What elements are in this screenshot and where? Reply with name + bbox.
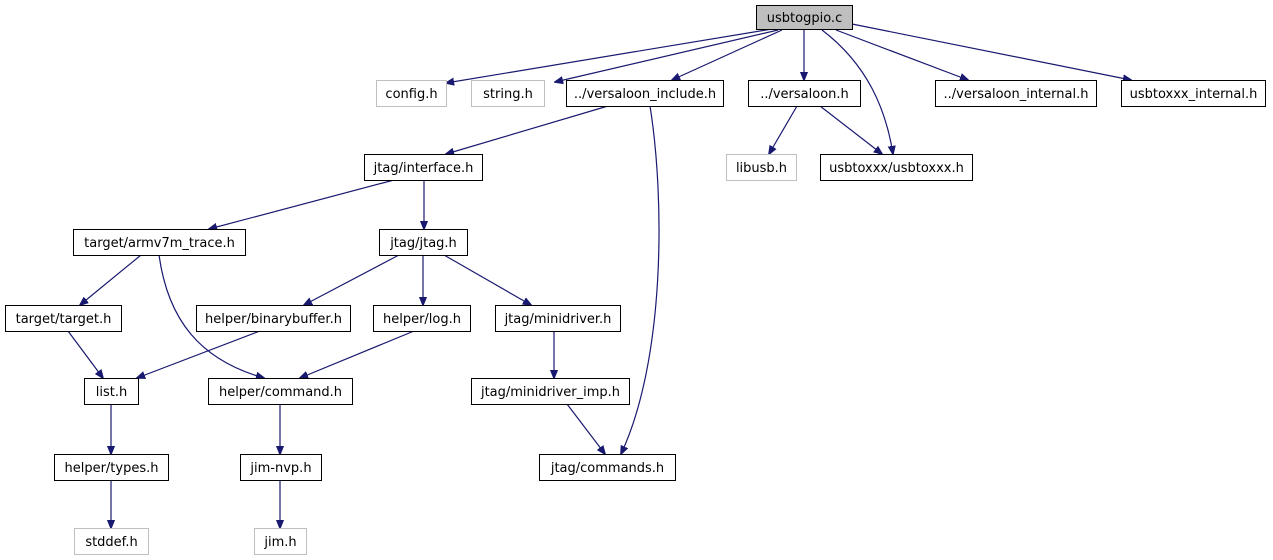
- node-jim-h: jim.h: [254, 528, 307, 555]
- node-label: jtag/jtag.h: [389, 236, 457, 251]
- edge-usbtogpio-c-to-usbtoxxx-internal-h: [851, 23, 1131, 80]
- edge-helper-binarybuffer-h-to-list-h: [137, 330, 261, 378]
- node-label: helper/command.h: [219, 385, 342, 400]
- node-box: [748, 80, 861, 107]
- node-label: helper/log.h: [383, 312, 461, 327]
- node-label: usbtoxxx/usbtoxxx.h: [829, 161, 964, 176]
- node-box: [820, 154, 973, 181]
- node-label: ../versaloon_include.h: [574, 87, 716, 102]
- node-box: [208, 378, 353, 405]
- node-usbtoxxx-usbtoxxx-h[interactable]: usbtoxxx/usbtoxxx.h: [820, 154, 973, 181]
- edge-jtag-jtag-h-to-helper-binarybuffer-h: [304, 254, 400, 305]
- node-label: jim-nvp.h: [249, 461, 311, 476]
- node-box: [373, 305, 471, 332]
- node-label: jim.h: [263, 535, 296, 550]
- edge-target-armv7m-trace-h-to-helper-command-h: [158, 254, 264, 378]
- node-box: [196, 305, 351, 332]
- node-libusb-h: libusb.h: [726, 154, 797, 181]
- node-box: [5, 305, 122, 332]
- node-box: [539, 454, 676, 481]
- node-box: [84, 378, 139, 405]
- node-helper-types-h[interactable]: helper/types.h: [54, 454, 169, 481]
- node-box: [73, 229, 246, 256]
- edge-target-target-h-to-list-h: [67, 330, 103, 378]
- node-usbtogpio-c[interactable]: usbtogpio.c: [756, 5, 853, 30]
- edge-usbtogpio-c-to-usbtoxxx-usbtoxxx-h: [821, 29, 893, 154]
- node-label: jtag/minidriver_imp.h: [480, 385, 620, 400]
- node-label: jtag/interface.h: [373, 161, 474, 176]
- node-helper-log-h[interactable]: helper/log.h: [373, 305, 471, 332]
- node-versaloon-h[interactable]: ../versaloon.h: [748, 80, 861, 107]
- node-box: [495, 305, 621, 332]
- node-label: string.h: [483, 87, 533, 102]
- edge-versaloon-h-to-usbtoxxx-usbtoxxx-h: [819, 105, 882, 154]
- node-box: [471, 378, 630, 405]
- edge-jtag-jtag-h-to-jtag-minidriver-h: [443, 254, 531, 305]
- node-config-h: config.h: [376, 80, 447, 107]
- edge-usbtogpio-c-to-versaloon-internal-h: [835, 29, 968, 80]
- node-box: [254, 528, 307, 555]
- node-label: config.h: [385, 87, 437, 102]
- node-label: target/target.h: [16, 312, 112, 327]
- node-label: libusb.h: [736, 161, 787, 176]
- node-string-h: string.h: [471, 80, 545, 107]
- node-jtag-commands-h[interactable]: jtag/commands.h: [539, 454, 676, 481]
- node-box: [54, 454, 169, 481]
- edge-helper-log-h-to-helper-command-h: [300, 330, 415, 378]
- node-box: [1121, 80, 1266, 107]
- node-label: target/armv7m_trace.h: [84, 236, 235, 251]
- node-label: stddef.h: [85, 535, 137, 550]
- node-box: [240, 454, 322, 481]
- node-jtag-minidriver-h[interactable]: jtag/minidriver.h: [495, 305, 621, 332]
- node-label: usbtoxxx_internal.h: [1130, 87, 1258, 102]
- node-target-target-h[interactable]: target/target.h: [5, 305, 122, 332]
- node-jtag-minidriver-imp-h[interactable]: jtag/minidriver_imp.h: [471, 378, 630, 405]
- node-box: [935, 80, 1097, 107]
- node-label: ../versaloon.h: [760, 87, 849, 102]
- node-box: [364, 154, 483, 181]
- node-list-h[interactable]: list.h: [84, 378, 139, 405]
- node-box: [566, 80, 724, 107]
- node-stddef-h: stddef.h: [74, 528, 149, 555]
- node-box: [471, 80, 545, 107]
- node-label: helper/types.h: [64, 461, 158, 476]
- node-label: helper/binarybuffer.h: [205, 312, 342, 327]
- node-jim-nvp-h[interactable]: jim-nvp.h: [240, 454, 322, 481]
- node-label: list.h: [96, 385, 127, 400]
- edge-usbtogpio-c-to-versaloon-include-h: [672, 29, 783, 80]
- node-box: [379, 229, 468, 256]
- node-label: jtag/commands.h: [550, 461, 664, 476]
- node-jtag-jtag-h[interactable]: jtag/jtag.h: [379, 229, 468, 256]
- node-label: jtag/minidriver.h: [504, 312, 612, 327]
- edge-target-armv7m-trace-h-to-target-target-h: [80, 254, 142, 305]
- node-versaloon-internal-h[interactable]: ../versaloon_internal.h: [935, 80, 1097, 107]
- node-box: [74, 528, 149, 555]
- node-versaloon-include-h[interactable]: ../versaloon_include.h: [566, 80, 724, 107]
- edges-layer: [67, 23, 1131, 528]
- edge-jtag-interface-h-to-target-armv7m-trace-h: [209, 179, 395, 229]
- node-jtag-interface-h[interactable]: jtag/interface.h: [364, 154, 483, 181]
- edge-versaloon-include-h-to-jtag-commands-h: [621, 105, 660, 454]
- edge-versaloon-include-h-to-jtag-interface-h: [446, 105, 609, 154]
- node-box: [726, 154, 797, 181]
- node-usbtoxxx-internal-h[interactable]: usbtoxxx_internal.h: [1121, 80, 1266, 107]
- node-box: [376, 80, 447, 107]
- node-target-armv7m-trace-h[interactable]: target/armv7m_trace.h: [73, 229, 246, 256]
- node-helper-binarybuffer-h[interactable]: helper/binarybuffer.h: [196, 305, 351, 332]
- edge-usbtogpio-c-to-string-h: [555, 29, 779, 82]
- node-helper-command-h[interactable]: helper/command.h: [208, 378, 353, 405]
- node-box: [756, 5, 853, 30]
- edge-versaloon-h-to-libusb-h: [769, 105, 798, 154]
- edge-usbtogpio-c-to-config-h: [446, 28, 773, 83]
- nodes-layer: usbtogpio.c config.h string.h ../versaloon_…: [5, 5, 1266, 555]
- edge-jtag-minidriver-imp-h-to-jtag-commands-h: [566, 403, 605, 454]
- node-label: ../versaloon_internal.h: [944, 87, 1089, 102]
- node-label: usbtogpio.c: [767, 11, 842, 26]
